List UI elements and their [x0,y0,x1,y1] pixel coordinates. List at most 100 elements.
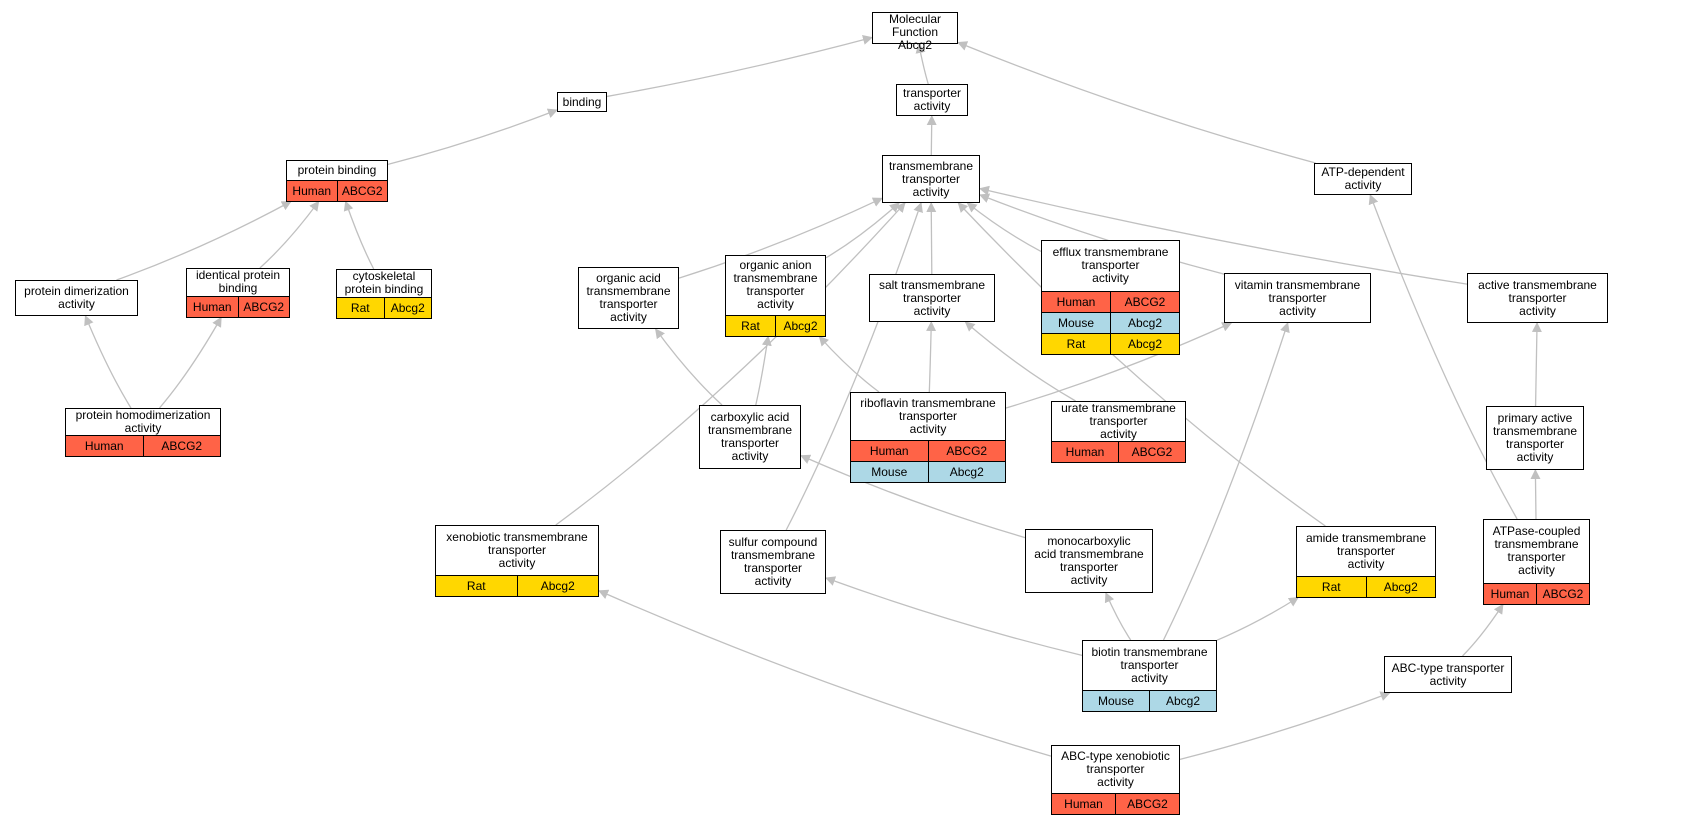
node-label-line: transporter [902,290,962,305]
node-label-line: protein binding [297,162,377,177]
node-label-line: transporter [1120,657,1179,672]
node-binding[interactable]: binding [557,92,607,112]
node-label-line: activity [731,449,769,463]
node-label-line: transporter [1268,290,1327,305]
edge-atpcoupled-to-primary [1530,469,1541,520]
species-cell: Rat [1321,579,1341,594]
node-label-line: transporter [746,284,805,299]
edge-abctype-to-atpcoupled [1462,603,1504,657]
node-label-line: activity [1131,670,1168,685]
node-label-line: Molecular Function [888,12,942,39]
edge-atpcoupled-to-atpdep [1368,194,1518,520]
node-label-line: cytoskeletal [352,269,416,284]
node-label-line: transmembrane [888,158,974,173]
node-label-line: urate transmembrane [1061,401,1176,415]
edge-atpdep-to-mf [957,41,1316,164]
edge-biotin-to-sulfur [825,576,1083,656]
species-cell: Human [1065,444,1105,459]
gene-cell: ABCG2 [1118,442,1185,462]
gene-cell: Abcg2 [1110,333,1179,354]
annotation-row: Human ABCG2 [1052,441,1185,462]
gene-cell: Abcg2 [1110,312,1179,333]
node-label-line: activity [912,184,950,199]
node-label-line: primary active [1497,411,1573,425]
node-label-line: activity [1279,303,1316,318]
gene-cell: ABCG2 [927,441,1006,461]
species-cell: Human [1064,796,1103,811]
edge-layer [84,35,1542,760]
node-label-line: activity [1070,573,1108,587]
node-label-line: activity [757,297,794,312]
edge-protbind-to-binding [387,108,558,165]
edge-orgacid-to-tmt [678,197,883,279]
species-cell: Human [869,444,909,458]
node-label-line: protein binding [344,282,424,297]
node-label-line: activity [913,99,951,113]
edge-primary-to-active [1531,322,1542,407]
species-cell: Human [1056,294,1096,309]
node-label-line: Abcg2 [897,38,933,52]
species-cell: Human [1490,586,1530,601]
node-label-line: activity [1519,303,1556,318]
edge-biotin-to-monocarb [1104,592,1132,641]
gene-cell: Abcg2 [516,575,599,596]
node-label-line: activity [1429,673,1467,688]
edge-monocarb-to-carbox [800,454,1026,539]
edge-xeno-to-tmt [555,202,906,526]
node-label-line: organic acid [596,271,661,285]
node-label-line: activity [1518,563,1555,578]
node-label-line: activity [610,310,647,324]
node-label-line: transporter [1089,414,1148,428]
node-label-line: organic anion [739,258,812,273]
node-label-line: activity [913,303,951,318]
node-label-line: transmembrane [586,284,671,298]
node-label: binding [558,93,606,111]
species-cell: Rat [741,318,760,333]
node-label-line: activity [909,422,947,436]
species-cell: Rat [350,300,370,315]
edge-protdimer-to-protbind [116,200,292,281]
